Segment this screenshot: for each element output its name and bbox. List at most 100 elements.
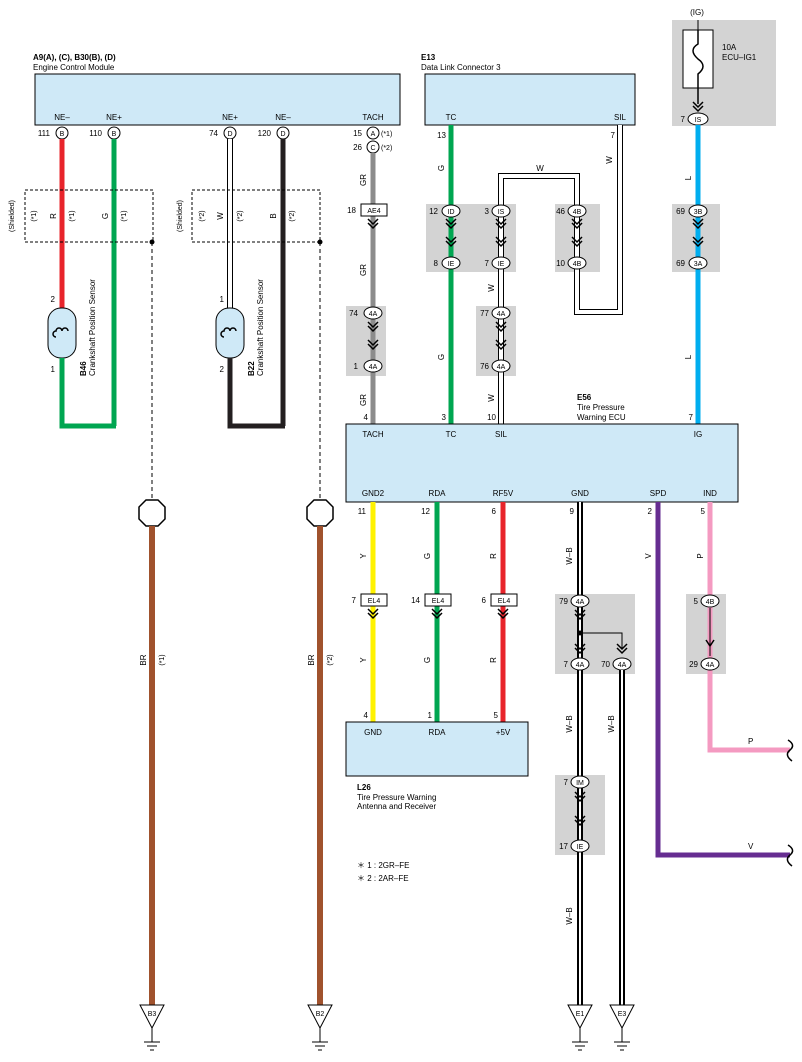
fuse-icon [692, 30, 704, 88]
wire-pink-ind [707, 502, 790, 753]
svg-text:(*2): (*2) [327, 654, 334, 665]
svg-text:(*1): (*1) [159, 654, 166, 665]
connector-ae4 [360, 203, 388, 217]
svg-text:E3: E3 [618, 1011, 627, 1018]
svg-text:IS: IS [498, 209, 505, 216]
wire-white-sil-loop [575, 125, 622, 314]
ecu-terminal-tc: TC [446, 430, 457, 439]
svg-text:B: B [112, 131, 117, 138]
ecu-code: E56 [577, 393, 592, 402]
ecm-code: A9(A), (C), B30(B), (D) [33, 53, 116, 62]
svg-text:P: P [696, 553, 705, 558]
ecu-terminal-ig: IG [694, 430, 702, 439]
svg-text:4A: 4A [576, 662, 585, 669]
svg-text:EL4: EL4 [368, 598, 381, 605]
svg-text:W–B: W–B [607, 715, 616, 732]
svg-text:R: R [489, 657, 498, 663]
ecm-box [34, 73, 401, 126]
ecm-pin-74: 74 [209, 129, 218, 138]
coil-icon [220, 327, 237, 338]
svg-text:G: G [437, 354, 446, 360]
svg-text:B3: B3 [148, 1011, 157, 1018]
ecm-pin-120: 120 [258, 129, 272, 138]
svg-text:L: L [684, 354, 693, 359]
ecu-terminal-tach: TACH [362, 430, 383, 439]
ecm-pin-110: 110 [89, 129, 102, 138]
dlc-name: Data Link Connector 3 [421, 63, 501, 72]
svg-text:BR: BR [307, 654, 316, 665]
svg-text:W: W [536, 164, 544, 173]
shield-2-label: (Shielded) [177, 200, 184, 232]
svg-text:1: 1 [354, 362, 359, 371]
ecm-mark-1: (*1) [381, 131, 392, 138]
svg-text:(*2): (*2) [237, 210, 244, 221]
ecu-terminal-gnd2: GND2 [362, 489, 385, 498]
svg-text:(*2): (*2) [289, 210, 296, 221]
b46-name: Crankshaft Position Sensor [88, 279, 97, 376]
ecm-terminal-ne-plus-2: NE+ [222, 113, 238, 122]
svg-text:7: 7 [352, 596, 357, 605]
svg-text:R: R [49, 213, 58, 219]
ecm-pin-26: 26 [353, 143, 362, 152]
ground-e1: E1 [567, 1004, 593, 1051]
svg-text:6: 6 [482, 596, 487, 605]
svg-text:GR: GR [359, 174, 368, 186]
wire-continuation-icon [786, 739, 794, 762]
svg-text:EL4: EL4 [498, 598, 511, 605]
svg-text:17: 17 [559, 842, 568, 851]
svg-text:14: 14 [411, 596, 420, 605]
svg-text:W: W [487, 284, 496, 292]
svg-text:EL4: EL4 [432, 598, 445, 605]
wire-white-sil-bridge [499, 174, 579, 204]
note-1: ＊ 1 : 2GR–FE [357, 861, 409, 870]
svg-text:4A: 4A [369, 311, 378, 318]
svg-text:12: 12 [421, 507, 430, 516]
receiver-name-1: Tire Pressure Warning [357, 793, 436, 802]
svg-text:G: G [437, 165, 446, 171]
receiver-name-2: Antenna and Receiver [357, 802, 437, 811]
ecm-conn-a [366, 126, 380, 140]
receiver-terminal-gnd: GND [364, 728, 382, 737]
svg-text:GR: GR [359, 394, 368, 406]
svg-text:4A: 4A [369, 364, 378, 371]
ecu-terminal-gnd: GND [571, 489, 589, 498]
svg-text:4A: 4A [576, 599, 585, 606]
svg-text:76: 76 [480, 362, 489, 371]
svg-text:70: 70 [601, 660, 610, 669]
ecm-terminal-ne-minus-2: NE– [275, 113, 291, 122]
ecu-box [345, 423, 739, 503]
ecm-pin-111: 111 [38, 129, 51, 138]
svg-text:A: A [371, 131, 376, 138]
svg-text:BR: BR [139, 654, 148, 665]
ecm-mark-2: (*2) [381, 145, 392, 152]
svg-text:4: 4 [364, 413, 369, 422]
svg-text:(*1): (*1) [69, 210, 76, 221]
svg-text:7: 7 [689, 413, 694, 422]
b22-sensor-body [215, 307, 245, 359]
ecu-terminal-sil: SIL [495, 430, 508, 439]
svg-text:9: 9 [570, 507, 575, 516]
svg-text:P: P [748, 737, 753, 746]
b22-code: B22 [247, 361, 256, 376]
b46-code: B46 [79, 361, 88, 376]
svg-text:7: 7 [564, 660, 569, 669]
shield-ground-2 [306, 499, 334, 527]
svg-text:10: 10 [487, 413, 496, 422]
ecu-terminal-rda: RDA [429, 489, 447, 498]
ecu-terminal-ind: IND [703, 489, 717, 498]
ecm-terminal-ne-plus: NE+ [106, 113, 122, 122]
note-2: ＊ 2 : 2AR–FE [357, 874, 409, 883]
svg-text:D: D [227, 131, 232, 138]
receiver-box [345, 721, 529, 777]
svg-text:V: V [644, 553, 653, 559]
wire-continuation-icon [786, 844, 794, 867]
b46-pin-1: 1 [51, 365, 56, 374]
svg-text:69: 69 [676, 207, 685, 216]
fuse-rating: 10A [722, 43, 737, 52]
svg-text:B: B [60, 131, 65, 138]
svg-text:4B: 4B [573, 209, 582, 216]
svg-text:IS: IS [695, 117, 702, 124]
svg-text:R: R [489, 553, 498, 559]
svg-text:3B: 3B [694, 209, 703, 216]
